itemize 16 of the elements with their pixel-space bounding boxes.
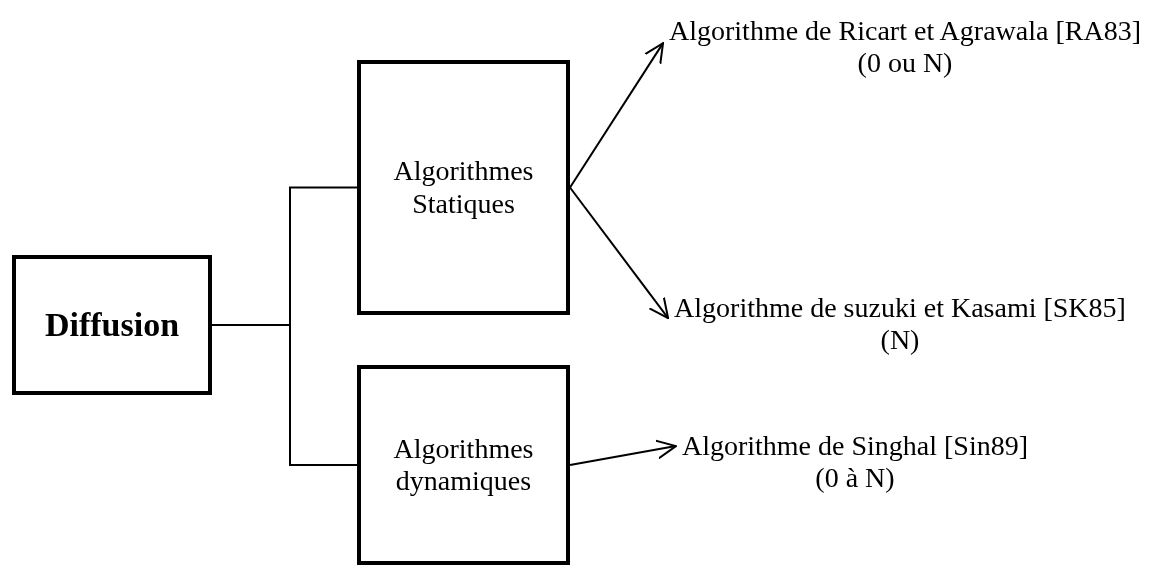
complexity-label: (N) (880, 324, 920, 357)
connector-line (211, 324, 358, 466)
box-label: Diffusion (44, 305, 180, 345)
complexity-label: (0 ou N) (857, 47, 953, 80)
process-box (357, 60, 570, 315)
algorithm-label: Algorithme de Ricart et Agrawala [RA83] (669, 15, 1141, 48)
process-box (357, 365, 570, 565)
algorithm-label: Algorithme de Singhal [Sin89] (681, 430, 1029, 463)
box-label: Algorithmes Statiques (392, 155, 535, 220)
box-label: Algorithmes dynamiques (392, 432, 535, 498)
algorithm-label: Algorithme de suzuki et Kasami [SK85] (674, 292, 1126, 325)
arrow (569, 42, 664, 189)
arrow (569, 186, 670, 320)
arrow (569, 439, 677, 466)
process-box (12, 255, 212, 395)
complexity-label: (0 à N) (815, 462, 895, 495)
